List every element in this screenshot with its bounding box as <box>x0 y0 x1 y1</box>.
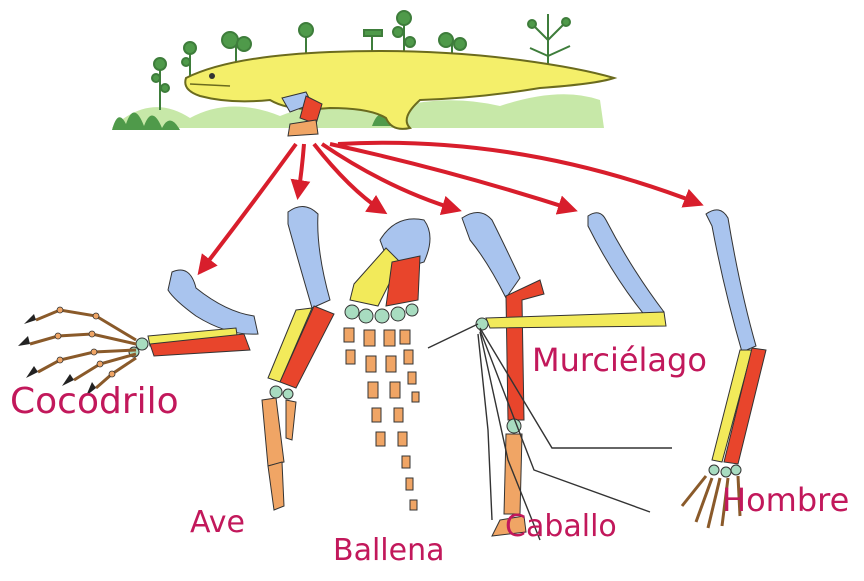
arrow-ave <box>298 144 304 196</box>
label-ave: Ave <box>190 508 245 538</box>
evolution-arrows <box>200 143 700 272</box>
croc-digits <box>30 310 136 388</box>
label-ballena: Ballena <box>333 536 445 566</box>
label-hombre: Hombre <box>722 484 849 516</box>
label-murcielago: Murciélago <box>532 344 707 376</box>
whale-flipper <box>344 219 430 510</box>
ancestor-eye <box>209 73 215 79</box>
label-cocodrilo: Cocodrilo <box>10 384 179 420</box>
ancestor-tetrapod <box>112 11 614 136</box>
crocodile-limb <box>18 270 258 396</box>
bird-wing <box>262 206 334 510</box>
label-caballo: Caballo <box>505 512 617 542</box>
arrow-cocodrilo <box>200 144 296 272</box>
